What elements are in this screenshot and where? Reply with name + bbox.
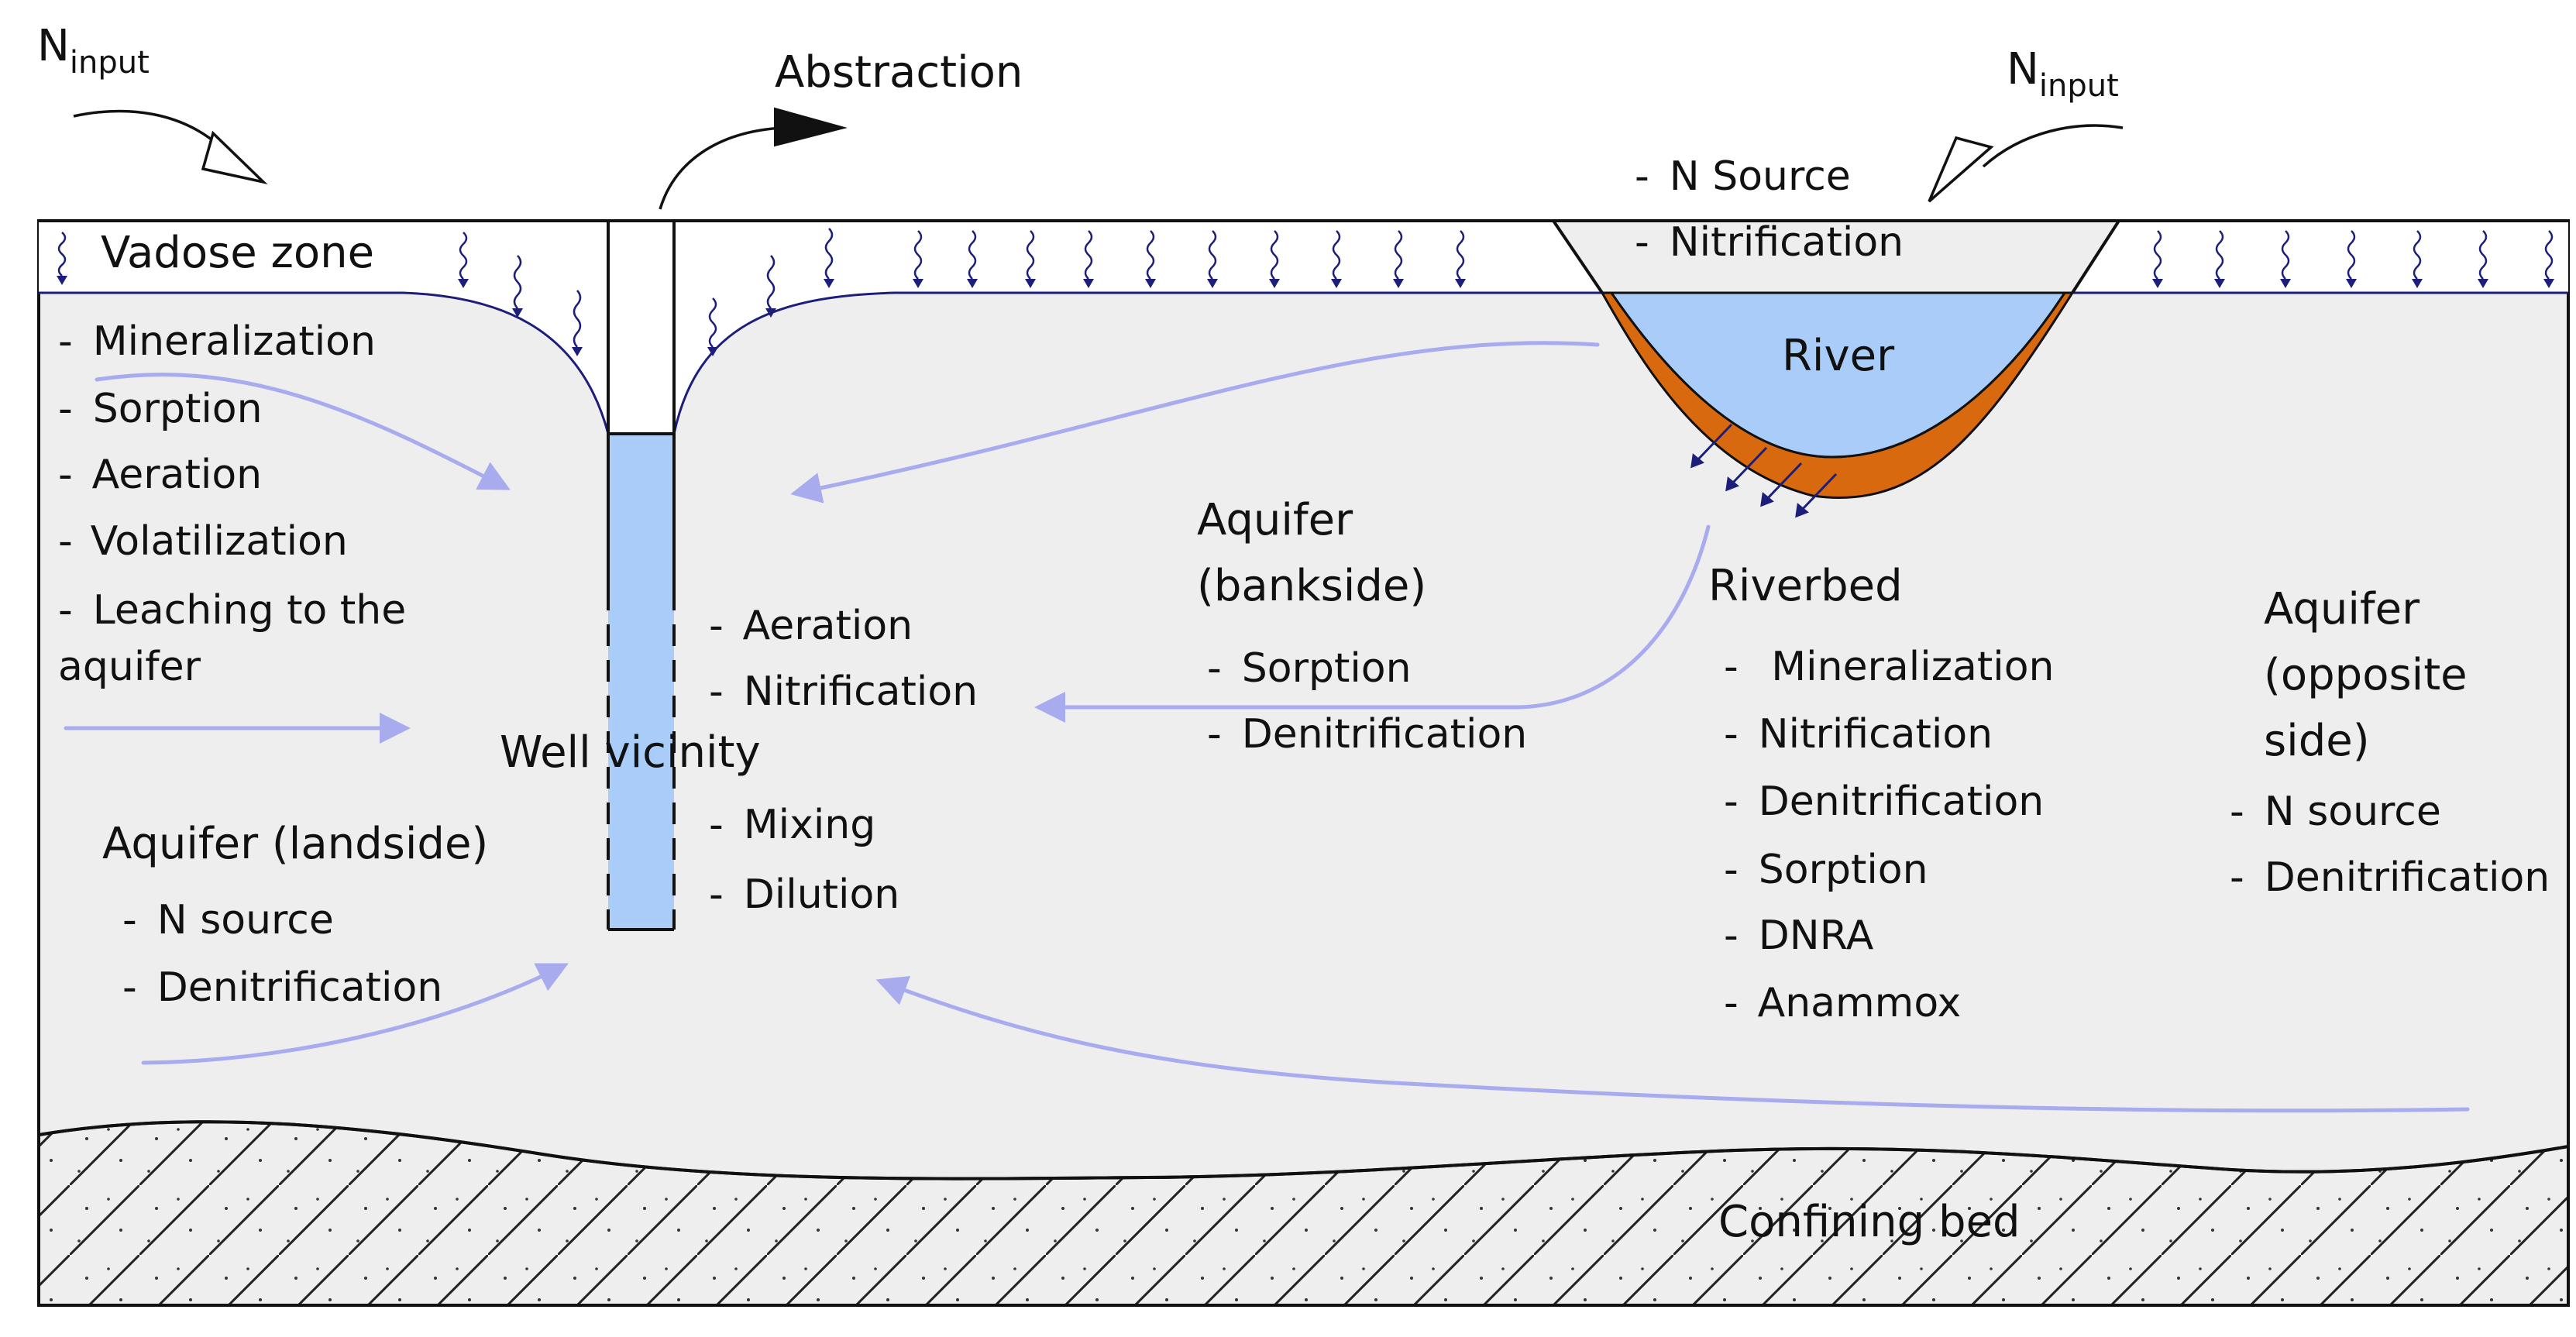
aquifer-opposite-list: -N source -Denitrification [2230,789,2550,901]
water-table-line [39,291,2568,435]
recharge-squiggle-18 [2214,230,2225,288]
abstraction-label: Abstraction [775,47,1023,98]
recharge-squiggle-10 [1083,230,1094,288]
recharge-squiggle-13 [1269,230,1280,288]
recharge-squiggle-4 [707,297,718,356]
recharge-squiggle-20 [2346,230,2357,288]
svg-text:-Sorption: -Sorption [1724,847,1928,893]
aquifer-bankside-title: Aquifer [1197,495,1353,545]
confining-bed-label: Confining bed [1718,1197,2021,1247]
aquifer-opposite-subtitle-1: (opposite [2264,650,2468,700]
n-input-left-label: Ninput [37,21,150,81]
well-process-list-top: -Aeration -Nitrification [709,603,978,715]
svg-text:-Nitrification: -Nitrification [1635,219,1904,266]
svg-text:-Denitrification: -Denitrification [1207,711,1527,758]
svg-text:-Mixing: -Mixing [709,802,875,848]
svg-text:-Sorption: -Sorption [1207,645,1412,692]
recharge-squiggle-23 [2543,230,2554,288]
svg-text:-Nitrification: -Nitrification [1724,711,1993,758]
ground-surface-line [39,219,2568,294]
riverbed-title: Riverbed [1708,561,1903,611]
groundwater-flow-arrows [64,341,2470,1113]
recharge-squiggle-15 [1393,230,1404,288]
recharge-squiggle-3 [572,290,583,356]
svg-text:-Volatilization: -Volatilization [58,518,348,565]
aquifer-body [37,219,2570,1307]
recharge-squiggle-11 [1145,230,1156,288]
svg-text:-N source: -N source [122,897,334,943]
svg-text:-Sorption: -Sorption [58,386,263,432]
recharge-squiggle-14 [1331,230,1342,288]
svg-text:-Denitrification: -Denitrification [2230,854,2550,901]
svg-text:aquifer: aquifer [58,644,201,690]
recharge-squiggle-19 [2280,230,2291,288]
recharge-squiggle-0 [57,232,67,285]
svg-text:-DNRA: -DNRA [1724,913,1874,959]
flow-arrow-vadose [95,373,511,490]
svg-text:-Denitrification: -Denitrification [122,964,442,1011]
recharge-squiggle-7 [913,230,923,288]
recharge-squiggle-9 [1025,230,1036,288]
svg-text:-Mineralization: -Mineralization [58,318,376,365]
n-input-right-label: Ninput [2007,44,2119,104]
recharge-squiggle-22 [2478,230,2488,288]
recharge-squiggle-16 [1455,230,1466,288]
recharge-squiggle-17 [2152,230,2163,288]
flow-arrow-bankside [1034,524,1711,723]
svg-text:-Leaching to the: -Leaching to the [58,587,406,634]
n-input-right-arrow [1928,124,2124,203]
well-water [608,434,674,930]
recharge-squiggle-2 [512,255,523,318]
svg-text:-Denitrification: -Denitrification [1724,778,2044,825]
recharge-squiggle-6 [824,228,834,288]
svg-text:-Nitrification: -Nitrification [709,668,978,715]
aquifer-bankside-subtitle: (bankside) [1197,561,1426,611]
svg-text:-Anammox: -Anammox [1724,980,1961,1026]
n-input-left-arrow [73,109,268,185]
recharge-squiggle-1 [458,232,469,288]
aquifer-opposite-title: Aquifer [2264,584,2420,634]
well-process-list-bottom: -Mixing -Dilution [709,802,899,918]
flow-arrow-river-to-well [790,341,1600,504]
riverbed-process-list: - Mineralization -Nitrification -Denitri… [1724,644,2054,1026]
well-vicinity-title: Well vicinity [500,727,761,778]
recharge-squiggle-8 [967,230,978,288]
svg-text:- Mineralization: - Mineralization [1724,644,2054,690]
recharge-squiggle-5 [765,255,776,318]
svg-text:-Aeration: -Aeration [58,452,262,498]
river-label: River [1782,331,1895,381]
vadose-zone-title: Vadose zone [101,228,374,278]
riverbed-infiltration-arrows [1690,423,1838,518]
aquifer-landside-list: -N source -Denitrification [122,897,442,1011]
svg-text:-Aeration: -Aeration [709,603,913,649]
svg-text:-N Source: -N Source [1635,153,1851,200]
river-water [1609,291,2067,459]
recharge-squiggle-21 [2412,230,2423,288]
vadose-process-list: -Mineralization -Sorption -Aeration -Vol… [58,318,406,690]
flow-arrow-landside-low [141,963,569,1065]
aquifer-bankside-list: -Sorption -Denitrification [1207,645,1527,758]
aquifer-opposite-subtitle-2: side) [2264,716,2370,766]
well-casing [607,219,676,435]
river-source-list: -N Source -Nitrification [1635,153,1904,266]
svg-text:-Dilution: -Dilution [709,871,899,918]
svg-text:-N source: -N source [2230,789,2441,835]
recharge-arrows [57,228,2554,356]
recharge-squiggle-12 [1207,230,1218,288]
aquifer-landside-title: Aquifer (landside) [102,819,488,869]
flow-arrow-opposite [875,975,2470,1113]
abstraction-arrow [659,107,848,210]
